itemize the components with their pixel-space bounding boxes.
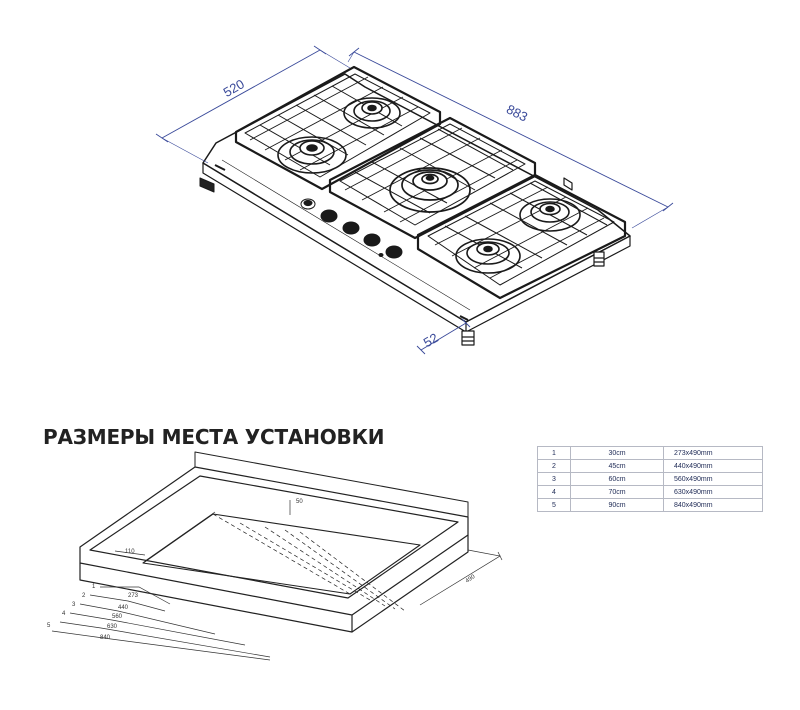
table-cell-size: 70cm xyxy=(570,485,664,499)
dim-273-label: 273 xyxy=(128,593,139,599)
table-row: 2 45cm 440x490mm xyxy=(537,459,763,473)
burner-right-back xyxy=(519,198,581,232)
table-cell-index: 4 xyxy=(537,485,571,499)
table-cell-cutout: 440x490mm xyxy=(663,459,763,473)
table-cell-cutout: 273x490mm xyxy=(663,446,763,460)
table-row: 5 90cm 840x490mm xyxy=(537,498,763,512)
dim-50-label: 50 xyxy=(296,499,303,505)
table-cell-size: 45cm xyxy=(570,459,664,473)
table-cell-index: 3 xyxy=(537,472,571,486)
table-cell-size: 30cm xyxy=(570,446,664,460)
installation-section-title: РАЗМЕРЫ МЕСТА УСТАНОВКИ xyxy=(43,425,385,449)
table-cell-size: 90cm xyxy=(570,498,664,512)
size-table: 1 30cm 273x490mm 2 45cm 440x490mm 3 60cm… xyxy=(537,446,763,512)
table-row: 4 70cm 630x490mm xyxy=(537,485,763,499)
index-label-3: 3 xyxy=(72,602,76,608)
cutout-opening xyxy=(142,513,421,595)
dim-490-label: 490 xyxy=(465,574,477,585)
burner-left-front xyxy=(277,136,347,174)
gas-connector-front xyxy=(461,330,475,346)
dim-560-label: 560 xyxy=(112,614,123,620)
index-label-2: 2 xyxy=(82,593,86,599)
dim-840-label: 840 xyxy=(100,635,111,641)
hob-drawing: 520 883 52 xyxy=(155,45,674,355)
table-row: 3 60cm 560x490mm xyxy=(537,472,763,486)
index-label-4: 4 xyxy=(62,611,66,617)
burner-wok xyxy=(389,167,471,213)
burner-right-front xyxy=(455,238,521,274)
dim-height-label: 52 xyxy=(421,330,441,350)
burner-left-back xyxy=(343,97,401,129)
table-row: 1 30cm 273x490mm xyxy=(537,446,763,460)
table-cell-cutout: 840x490mm xyxy=(663,498,763,512)
control-knobs xyxy=(300,198,403,259)
index-label-5: 5 xyxy=(47,623,51,629)
dim-440-label: 440 xyxy=(118,605,129,611)
gas-connector-right xyxy=(563,177,605,267)
table-cell-size: 60cm xyxy=(570,472,664,486)
table-cell-index: 1 xyxy=(537,446,571,460)
dim-110-label: 110 xyxy=(125,549,135,555)
table-cell-cutout: 630x490mm xyxy=(663,485,763,499)
table-cell-cutout: 560x490mm xyxy=(663,472,763,486)
index-label-1: 1 xyxy=(92,584,96,590)
table-cell-index: 2 xyxy=(537,459,571,473)
dim-630-label: 630 xyxy=(107,624,118,630)
table-cell-index: 5 xyxy=(537,498,571,512)
